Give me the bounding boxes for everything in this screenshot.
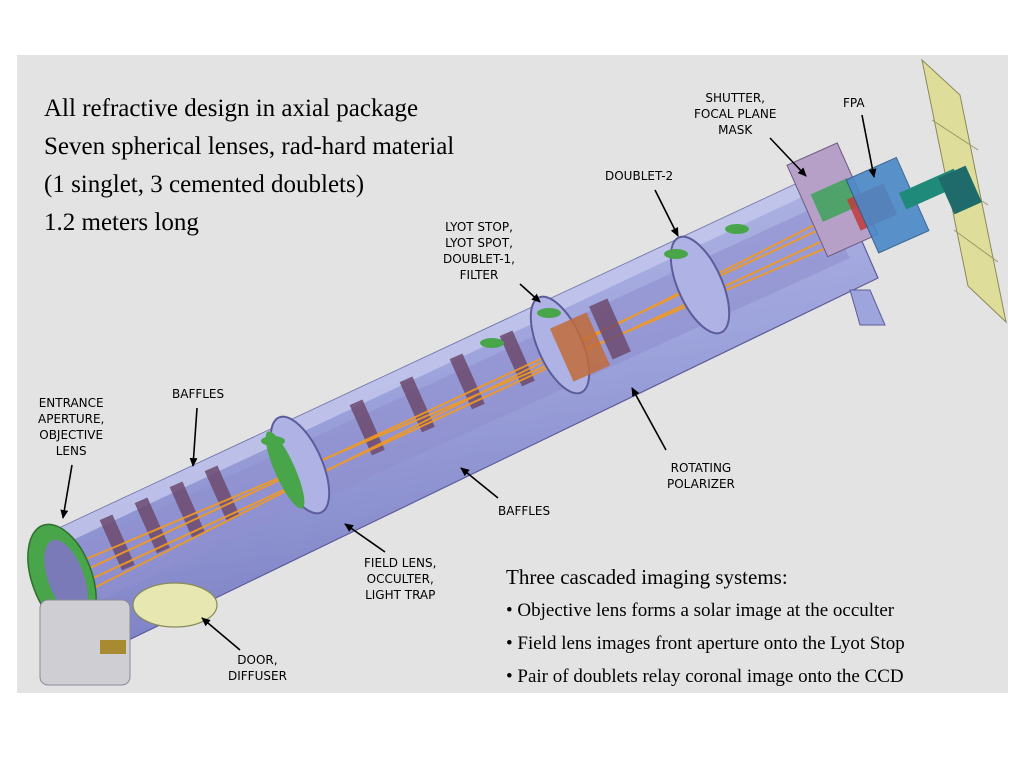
label-doublet-2: DOUBLET-2: [605, 169, 674, 183]
label-fpa: FPA: [843, 96, 865, 110]
arrow-doublet2: [654, 189, 679, 237]
summary-bullet-3: • Pair of doublets relay coronal image o…: [506, 666, 904, 687]
summary-title: Three cascaded imaging systems:: [506, 565, 788, 589]
arrow-field: [344, 523, 386, 553]
field-lens-assembly: [265, 431, 305, 509]
camera-assembly: [786, 142, 982, 326]
label-door-diffuser: DOOR,DIFFUSER: [228, 653, 287, 683]
leader-lines: [60, 114, 877, 651]
intro-line-1: All refractive design in axial package: [44, 95, 419, 122]
arrow-baffles-left: [189, 407, 198, 467]
arrow-fpa: [861, 114, 877, 178]
door-diffuser: [39, 582, 218, 686]
label-lyot-stop: LYOT STOP,LYOT SPOT,DOUBLET-1,FILTER: [443, 220, 515, 282]
baffles: [99, 330, 535, 571]
arrow-rotating: [631, 387, 667, 451]
clips: [261, 224, 749, 446]
arrow-lyot: [519, 283, 541, 303]
arrow-shutter: [769, 137, 807, 177]
label-baffles-mid: BAFFLES: [498, 504, 551, 518]
lyot-assembly: [549, 298, 631, 382]
intro-line-3: (1 singlet, 3 cemented doublets): [44, 171, 365, 198]
arrow-door: [201, 617, 241, 651]
arrow-baffles-mid: [460, 467, 499, 499]
intro-line-2: Seven spherical lenses, rad-hard materia…: [44, 133, 455, 160]
arrow-entrance: [60, 464, 73, 519]
label-field-lens: FIELD LENS,OCCULTER,LIGHT TRAP: [364, 556, 437, 602]
summary-bullet-1: • Objective lens forms a solar image at …: [506, 600, 895, 621]
label-baffles-left: BAFFLES: [172, 387, 225, 401]
summary-bullet-2: • Field lens images front aperture onto …: [506, 633, 905, 654]
intro-line-4: 1.2 meters long: [44, 209, 199, 236]
